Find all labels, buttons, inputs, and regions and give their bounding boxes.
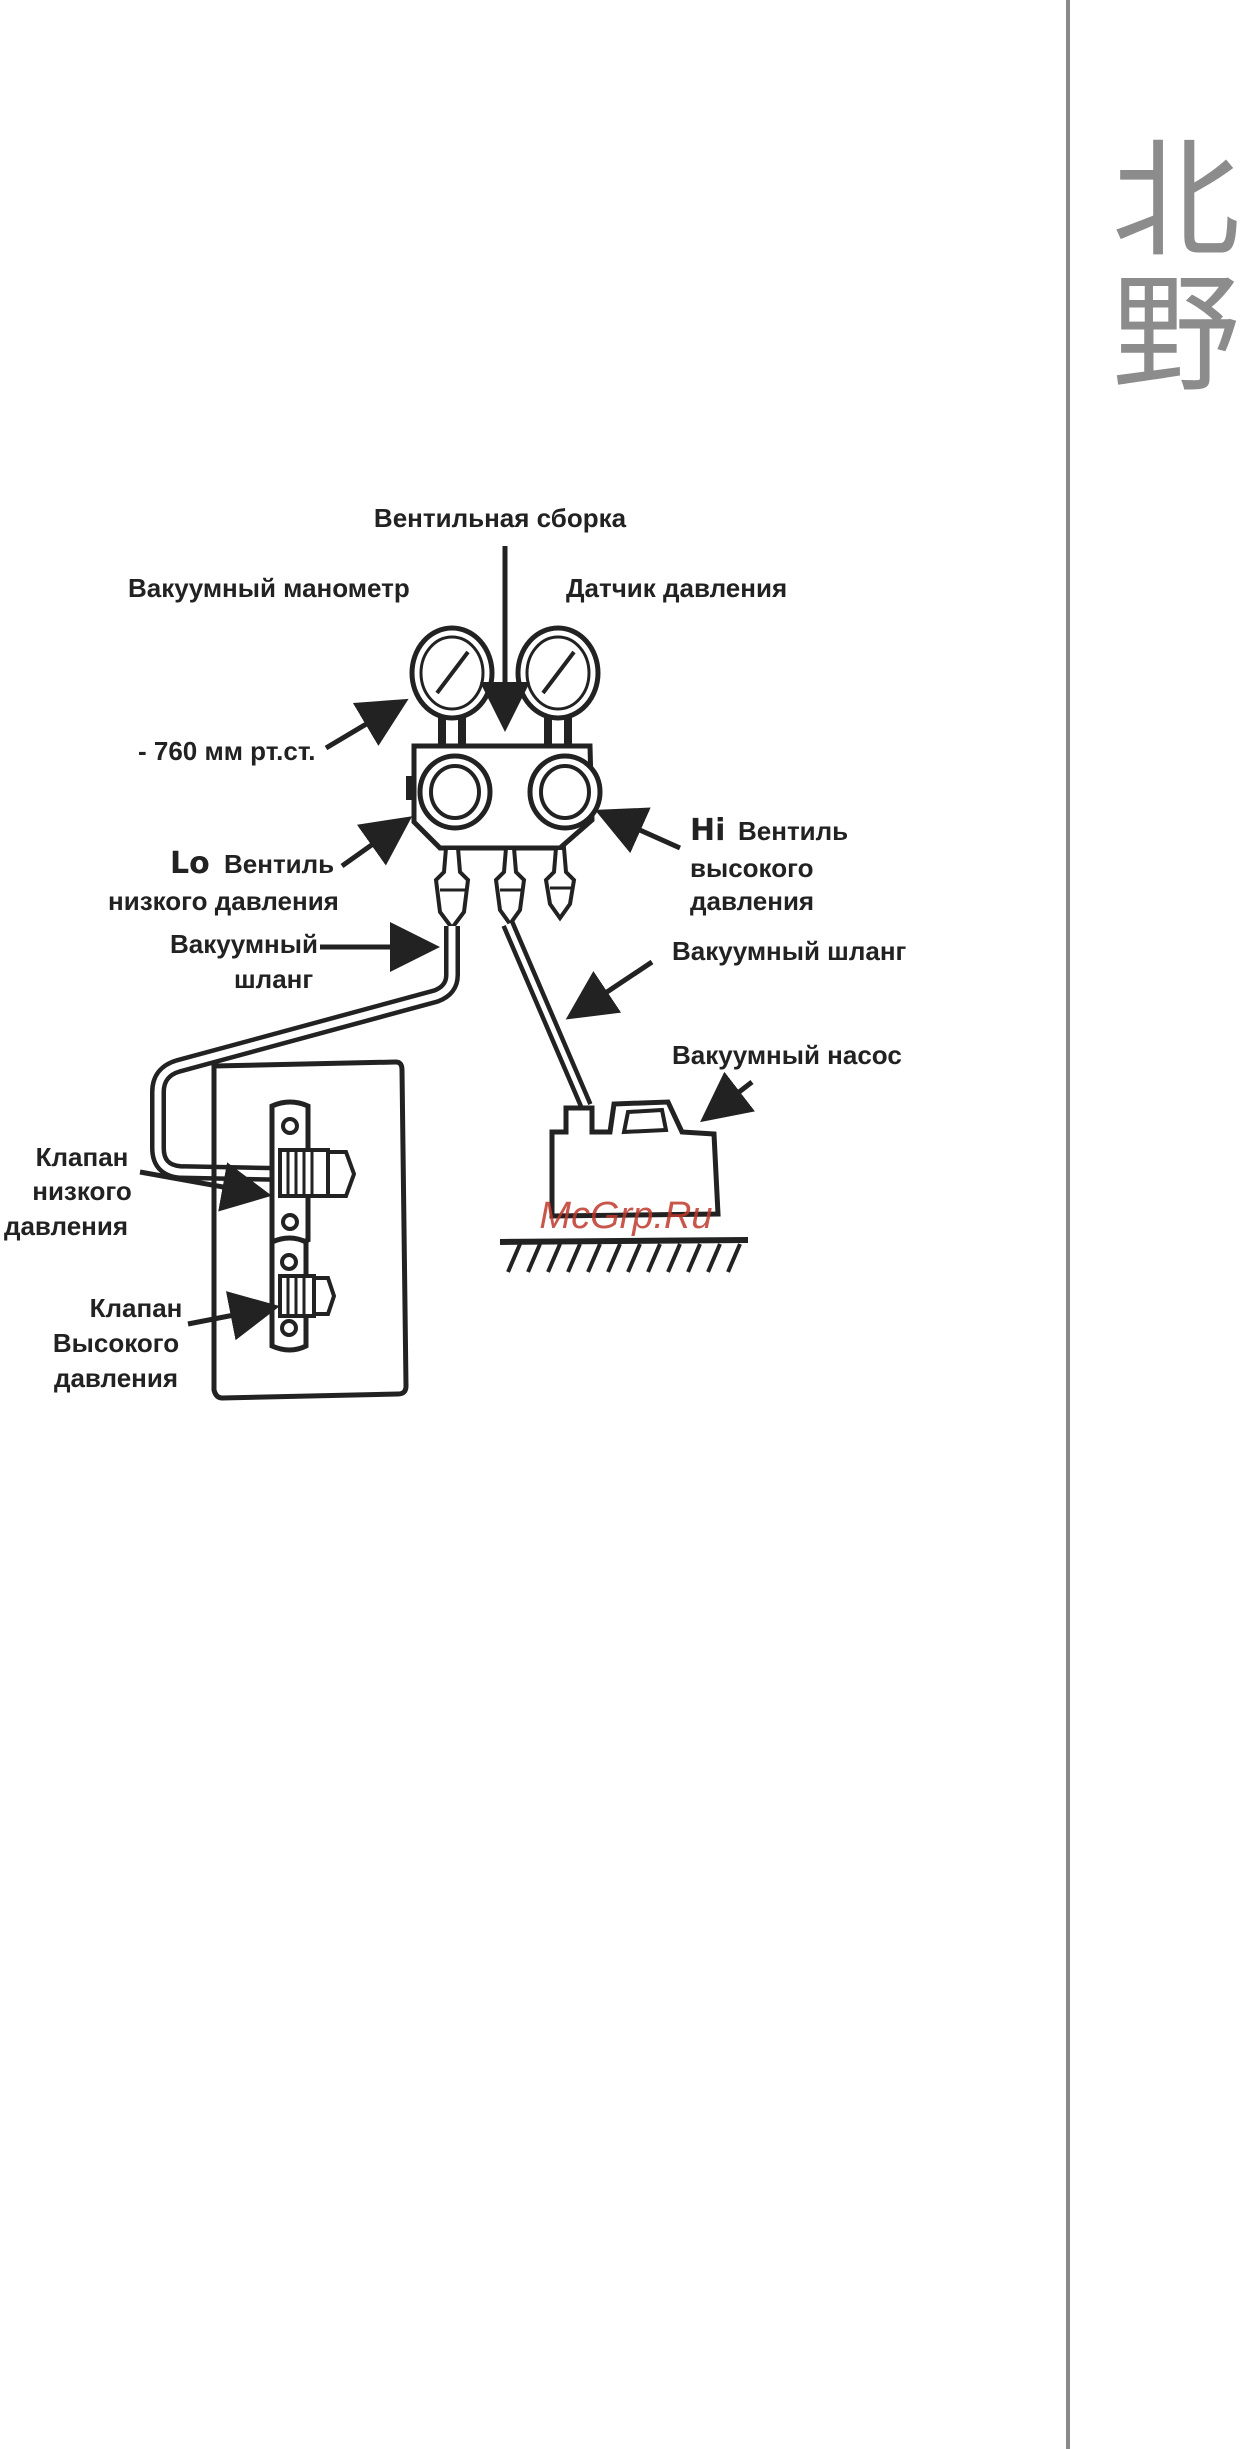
label-hi-valve-line2: высокого (690, 853, 813, 883)
arrow-vac-pump (708, 1082, 752, 1116)
label-vac-pump: Вакуумный насос (672, 1040, 902, 1070)
label-lo-tag: Lo (170, 846, 210, 881)
watermark-text: McGrp.Ru (539, 1195, 712, 1237)
label-vac-hose-left-1: Вакуумный (170, 929, 318, 959)
gauge-right-icon (518, 628, 598, 746)
manifold-body-icon (406, 746, 600, 928)
label-hi-valve-line3: давления (690, 886, 814, 916)
label-hi-tag: Hi (690, 813, 725, 848)
low-pressure-valve-icon (272, 1102, 354, 1244)
label-lo-valve-desc: низкого давления (108, 886, 339, 916)
arrow-hi-valve (604, 814, 680, 848)
arrow-vac-hose-right (574, 962, 652, 1014)
label-high-valve-1: Клапан (90, 1293, 183, 1323)
label-vac-hose-left-2: шланг (234, 964, 313, 994)
label-low-valve-2: низкого (32, 1176, 132, 1206)
label-vac-hose-right: Вакуумный шланг (672, 936, 907, 966)
label-high-valve-2: Высокого (53, 1328, 179, 1358)
label-lo-valve-word: Вентиль (224, 849, 334, 879)
arrow-gauge-reading (326, 704, 400, 748)
label-vacuum-gauge: Вакуумный манометр (128, 573, 410, 603)
label-low-valve-1: Клапан (36, 1142, 129, 1172)
vacuum-pump-icon (500, 1102, 748, 1272)
label-pressure-sensor: Датчик давления (566, 573, 787, 603)
arrow-high-valve (188, 1308, 270, 1324)
label-gauge-reading: - 760 мм рт.ст. (138, 736, 316, 766)
label-high-valve-3: давления (54, 1363, 178, 1393)
high-pressure-valve-icon (272, 1238, 334, 1350)
label-valve-assembly: Вентильная сборка (374, 503, 627, 533)
label-low-valve-3: давления (4, 1211, 128, 1241)
arrow-lo-valve (342, 822, 404, 866)
gauge-left-icon (412, 628, 492, 746)
label-hi-valve-word: Вентиль (738, 816, 848, 846)
